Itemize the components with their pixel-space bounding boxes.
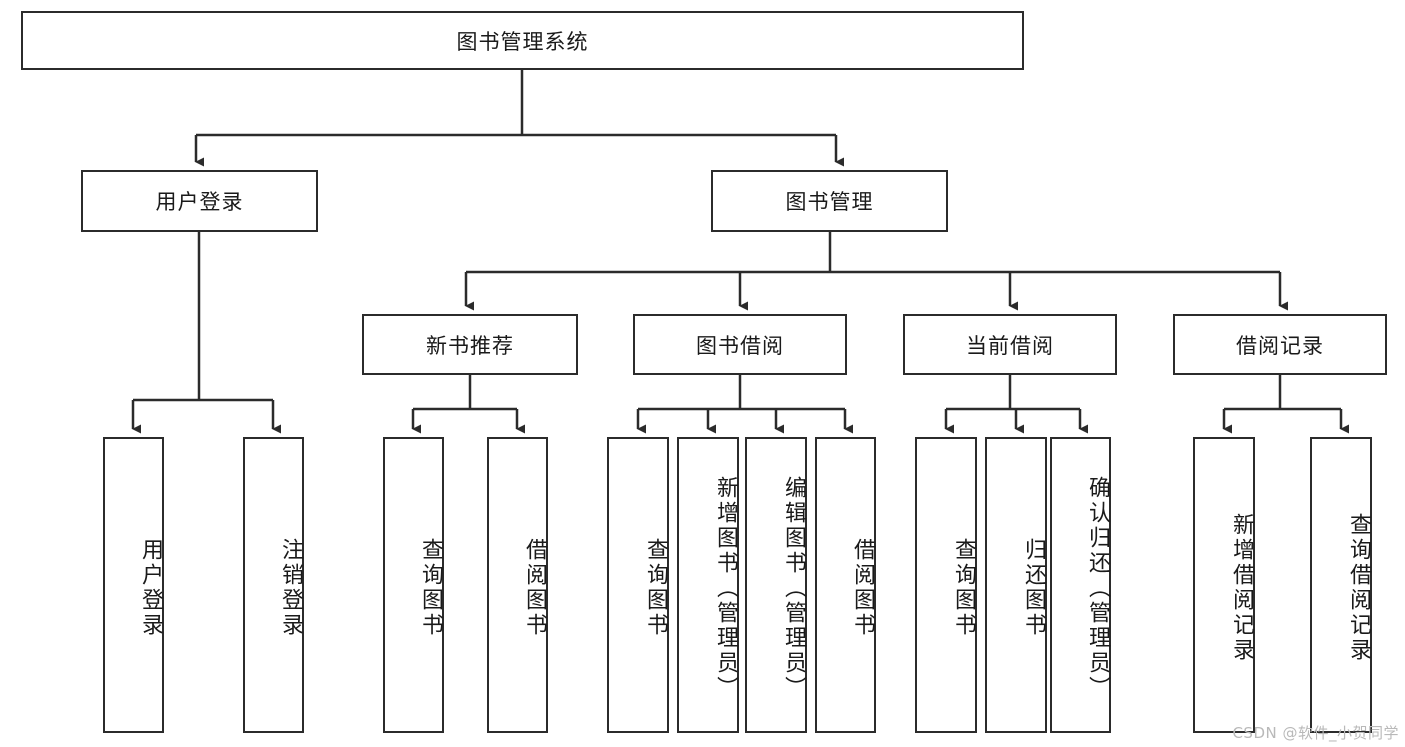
node-current-borrow[interactable]: 当前借阅: [903, 314, 1117, 375]
leaf-current-query-book[interactable]: 查询图书: [915, 437, 977, 733]
leaf-recommend-query-book[interactable]: 查询图书: [383, 437, 444, 733]
leaf-record-query-borrow-record[interactable]: 查询借阅记录: [1310, 437, 1372, 733]
leaf-current-confirm-return-admin[interactable]: 确认归还（管理员）: [1050, 437, 1111, 733]
node-user-login[interactable]: 用户登录: [81, 170, 318, 232]
node-book-management[interactable]: 图书管理: [711, 170, 948, 232]
leaf-record-add-borrow-record[interactable]: 新增借阅记录: [1193, 437, 1255, 733]
leaf-borrow-borrow-book[interactable]: 借阅图书: [815, 437, 876, 733]
leaf-recommend-borrow-book[interactable]: 借阅图书: [487, 437, 548, 733]
leaf-borrow-add-book-admin[interactable]: 新增图书（管理员）: [677, 437, 739, 733]
node-root-book-management-system[interactable]: 图书管理系统: [21, 11, 1024, 70]
leaf-user-login-logout[interactable]: 注销登录: [243, 437, 304, 733]
leaf-current-return-book[interactable]: 归还图书: [985, 437, 1047, 733]
leaf-user-login-login[interactable]: 用户登录: [103, 437, 164, 733]
leaf-borrow-edit-book-admin[interactable]: 编辑图书（管理员）: [745, 437, 807, 733]
leaf-borrow-query-book[interactable]: 查询图书: [607, 437, 669, 733]
watermark-text: CSDN @软件_小贺同学: [1232, 724, 1399, 742]
node-new-book-recommend[interactable]: 新书推荐: [362, 314, 578, 375]
node-borrow-record[interactable]: 借阅记录: [1173, 314, 1387, 375]
node-book-borrow[interactable]: 图书借阅: [633, 314, 847, 375]
